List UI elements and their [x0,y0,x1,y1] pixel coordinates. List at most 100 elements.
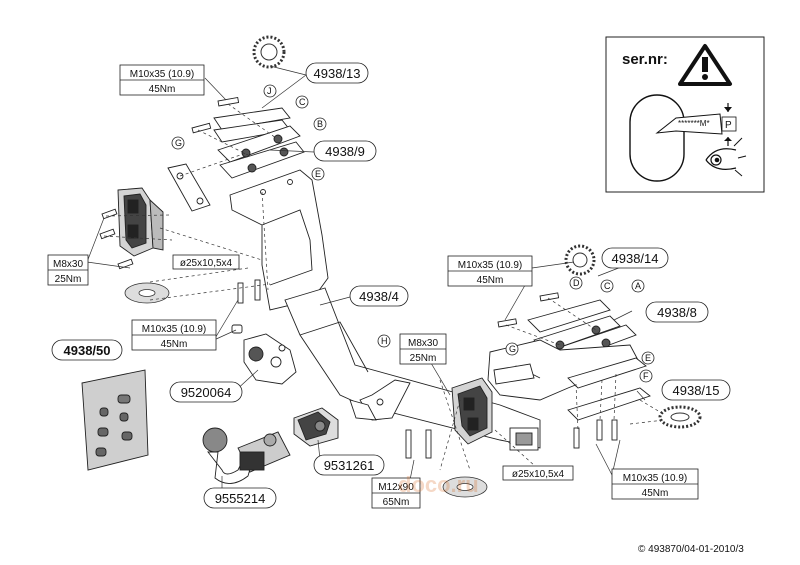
svg-text:4938/8: 4938/8 [657,305,697,320]
svg-text:M8x30: M8x30 [53,259,83,270]
left-bolts [99,97,261,334]
svg-text:9531261: 9531261 [324,458,375,473]
torque-box-m8-center: M8x30 25Nm [399,333,447,365]
letter-callout-d: D [569,276,583,290]
svg-text:G: G [509,344,516,354]
svg-text:B: B [317,119,323,129]
svg-text:4938/9: 4938/9 [325,144,365,159]
right-washers [442,244,702,498]
eye-icon [705,137,747,177]
svg-text:G: G [175,138,182,148]
svg-text:M12x90: M12x90 [378,482,414,493]
part-label-4938-4: 4938/4 [349,285,409,307]
svg-text:ø25x10,5x4: ø25x10,5x4 [512,469,565,480]
part-label-4938-9: 4938/9 [313,140,377,162]
svg-text:M10x35 (10.9): M10x35 (10.9) [142,324,206,335]
hole-label-left: ø25x10,5x4 [172,254,240,270]
svg-text:45Nm: 45Nm [642,488,669,499]
socket-kit-4938-50 [81,369,149,471]
part-label-4938-15: 4938/15 [661,379,731,401]
hole-labels: ø25x10,5x4 ø25x10,5x4 [172,254,574,481]
svg-text:4938/13: 4938/13 [314,66,361,81]
right-plate-g [493,363,535,385]
letter-callout-c-left: C [295,95,309,109]
part-label-4938-13: 4938/13 [305,62,369,84]
svg-text:25Nm: 25Nm [55,274,82,285]
part-label-9555214: 9555214 [203,487,277,509]
left-side-arm-e [229,169,329,311]
letter-callout-h: H [377,334,391,348]
part-label-9520064: 9520064 [169,381,243,403]
letter-callout-j: J [263,84,277,98]
svg-text:E: E [315,169,321,179]
letter-callout-g-right: G [505,342,519,356]
left-plate-g [167,163,211,212]
svg-text:C: C [299,97,306,107]
svg-text:C: C [604,281,611,291]
left-plate-c-b [217,125,305,179]
letter-callout-e-right: E [641,351,655,365]
warning-panel: ser.nr: *******M* P [605,36,765,193]
copyright-text: © 493870/04-01-2010/3 [638,544,744,555]
svg-text:4938/50: 4938/50 [64,343,111,358]
svg-text:45Nm: 45Nm [161,339,188,350]
svg-text:4938/14: 4938/14 [612,251,659,266]
letter-callout-g-left: G [171,136,185,150]
socket-9531261 [293,407,339,447]
svg-text:M8x30: M8x30 [408,338,438,349]
svg-text:4938/15: 4938/15 [673,383,720,398]
svg-text:ø25x10,5x4: ø25x10,5x4 [180,258,233,269]
watermark: doco.ru [398,472,479,497]
svg-text:M10x35 (10.9): M10x35 (10.9) [458,260,522,271]
torque-box-m10-top-right: M10x35 (10.9) 45Nm [447,255,533,287]
letter-callout-f: F [639,369,653,383]
warning-triangle-icon [678,44,732,86]
svg-text:doco.ru: doco.ru [398,472,479,497]
svg-text:4938/4: 4938/4 [359,289,399,304]
svg-text:45Nm: 45Nm [149,84,176,95]
svg-text:9520064: 9520064 [181,385,232,400]
svg-text:M10x35 (10.9): M10x35 (10.9) [623,473,687,484]
letter-callouts: J C B G E D C A G H E F [171,84,655,383]
svg-text:F: F [643,371,649,381]
left-lower-disc [124,282,170,304]
serial-code: *******M* [678,119,710,128]
svg-text:M10x35 (10.9): M10x35 (10.9) [130,69,194,80]
torque-box-m10-mid-left: M10x35 (10.9) 45Nm [131,319,217,351]
left-washer [252,35,286,69]
letter-callout-a: A [631,279,645,293]
svg-text:65Nm: 65Nm [383,497,410,508]
svg-text:25Nm: 25Nm [410,353,437,364]
callout-leaders [86,65,646,489]
svg-text:H: H [381,336,388,346]
svg-text:45Nm: 45Nm [477,275,504,286]
letter-callout-c-right: C [600,279,614,293]
serial-plate-icon: *******M* P [629,94,737,182]
part-label-4938-14: 4938/14 [601,247,669,269]
mounting-plate-9520064 [243,333,297,385]
right-vehicle-bracket [451,377,493,445]
serial-marker: P [725,120,732,131]
part-number-labels: 4938/13 4938/9 4938/4 4938/14 4938/8 493… [51,62,731,509]
part-label-9531261: 9531261 [313,454,385,476]
part-label-4938-8: 4938/8 [645,301,709,323]
torque-box-m12-center: M12x90 65Nm [371,477,421,509]
left-vehicle-bracket [117,187,164,257]
torque-box-m8-left: M8x30 25Nm [47,254,89,286]
svg-text:A: A [635,281,641,291]
svg-text:E: E [645,353,651,363]
letter-callout-e-left: E [311,167,325,181]
hole-label-right: ø25x10,5x4 [502,465,574,481]
right-bolts [405,292,618,459]
svg-text:9555214: 9555214 [215,491,266,506]
torque-box-m10-bottom-right: M10x35 (10.9) 45Nm [611,468,699,500]
right-plates-e-f [567,357,651,421]
letter-callout-b: B [313,117,327,131]
torque-boxes: M10x35 (10.9) 45Nm M8x30 25Nm M10x35 (10… [47,64,699,509]
svg-text:J: J [267,86,272,96]
svg-text:D: D [573,278,580,288]
serial-number-title: ser.nr: [622,51,668,68]
torque-box-m10-top-left: M10x35 (10.9) 45Nm [119,64,205,96]
tow-ball-9555214 [202,427,291,484]
